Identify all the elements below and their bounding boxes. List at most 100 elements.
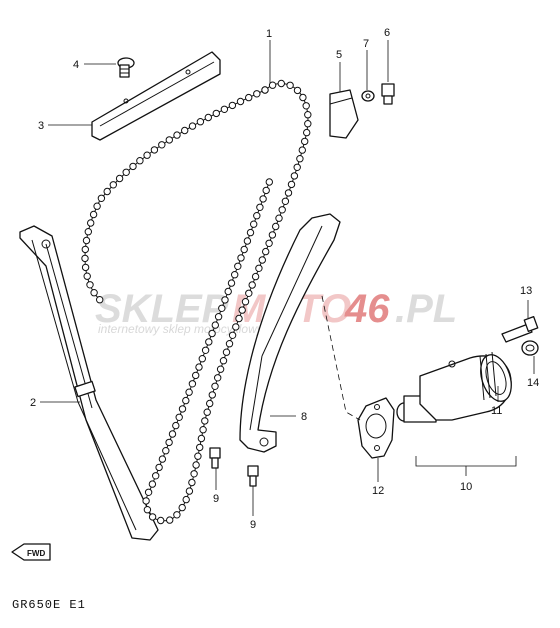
chain-link [286, 81, 294, 90]
chain-link [165, 438, 173, 447]
cap-nut [521, 340, 539, 356]
callout-6: 6 [384, 27, 390, 39]
chain-link [248, 281, 256, 289]
chain-link [304, 111, 312, 119]
chain-link [129, 162, 137, 171]
small-bolt-a [209, 447, 221, 469]
leader-lines [40, 40, 535, 516]
chain-link [275, 214, 283, 222]
chain-link [93, 202, 101, 210]
chain-link [221, 296, 229, 304]
watermark-brand-part4: .PL [395, 287, 457, 331]
chain-guide-tensioner [239, 213, 341, 453]
chain-link [255, 264, 263, 272]
callout-9a: 9 [213, 493, 219, 505]
chain-link [86, 281, 94, 289]
chain-link [173, 511, 181, 519]
chain-link [198, 355, 207, 363]
chain-link [81, 254, 89, 263]
callout-5: 5 [336, 49, 342, 61]
chain-tensioner [396, 351, 512, 423]
chain-link [293, 163, 301, 172]
callout-labels: 1 2 3 4 5 6 7 8 9 9 10 11 12 13 14 [30, 27, 539, 531]
chain-link [203, 408, 211, 416]
chain-link [201, 346, 210, 354]
chain-link [199, 426, 207, 434]
chain-link [150, 146, 159, 154]
cushion-block [329, 89, 359, 139]
chain-link [196, 118, 205, 126]
chain-link [178, 503, 186, 512]
chain-link [262, 186, 270, 195]
chain-link [231, 271, 239, 279]
small-bolt-b [247, 465, 259, 487]
chain-link [211, 382, 219, 390]
chain-link [89, 210, 98, 219]
callout-11: 11 [491, 405, 502, 417]
chain-link [155, 463, 163, 472]
tensioner-bolt [501, 316, 539, 343]
chain-link [228, 101, 237, 110]
chain-link [227, 279, 236, 287]
chain-link [190, 470, 198, 478]
chain-link [195, 363, 203, 371]
chain-link [268, 231, 277, 239]
chain-link [245, 289, 253, 297]
callout-13: 13 [520, 285, 532, 297]
chain-link [90, 289, 98, 297]
chain-link [296, 155, 304, 163]
chain-link [136, 157, 144, 165]
chain-link [298, 146, 306, 154]
chain-link [224, 287, 232, 296]
chain-link [277, 79, 285, 88]
chain-link [182, 396, 190, 405]
chain-link [173, 131, 181, 139]
chain-link [168, 430, 177, 438]
chain-link [182, 495, 190, 504]
chain-link [148, 513, 157, 521]
chain-link [185, 388, 193, 396]
chain-link [158, 455, 167, 463]
chain-link [302, 102, 310, 110]
chain-link [240, 245, 248, 254]
chain-link [81, 263, 90, 272]
model-code: GR650E E1 [12, 598, 86, 612]
chain-link [245, 93, 253, 102]
chain-link [232, 323, 240, 331]
chain-link [261, 86, 269, 94]
chain-link [143, 151, 151, 159]
chain-link [256, 203, 264, 212]
chain-link [208, 329, 216, 338]
chain-link [144, 488, 153, 496]
guide-screw [117, 57, 135, 78]
chain-link [208, 391, 217, 399]
chain-link [287, 180, 296, 189]
chain-link [178, 405, 187, 413]
chain-guide-top [91, 51, 221, 141]
chain-link [165, 136, 174, 144]
chain-link [122, 168, 130, 177]
chain-link [197, 434, 206, 443]
callout-12: 12 [372, 485, 384, 497]
chain-link [299, 93, 307, 102]
chain-link [220, 105, 229, 114]
chain-link [166, 516, 174, 524]
chain-link [194, 452, 202, 460]
chain-link [290, 172, 299, 180]
chain-link [157, 516, 165, 525]
callout-10: 10 [460, 481, 472, 493]
chain-link [103, 187, 111, 196]
chain-guide-left [19, 225, 159, 541]
chain-link [84, 228, 93, 236]
chain-link [284, 189, 293, 197]
chain-link [162, 447, 170, 455]
chain-link [251, 272, 260, 281]
chain-link [234, 262, 242, 270]
chain-link [265, 178, 273, 186]
callout-14: 14 [527, 377, 539, 389]
chain-link [219, 357, 228, 365]
chain-link [205, 338, 213, 346]
chain-link [250, 220, 258, 228]
chain-link [211, 321, 220, 329]
